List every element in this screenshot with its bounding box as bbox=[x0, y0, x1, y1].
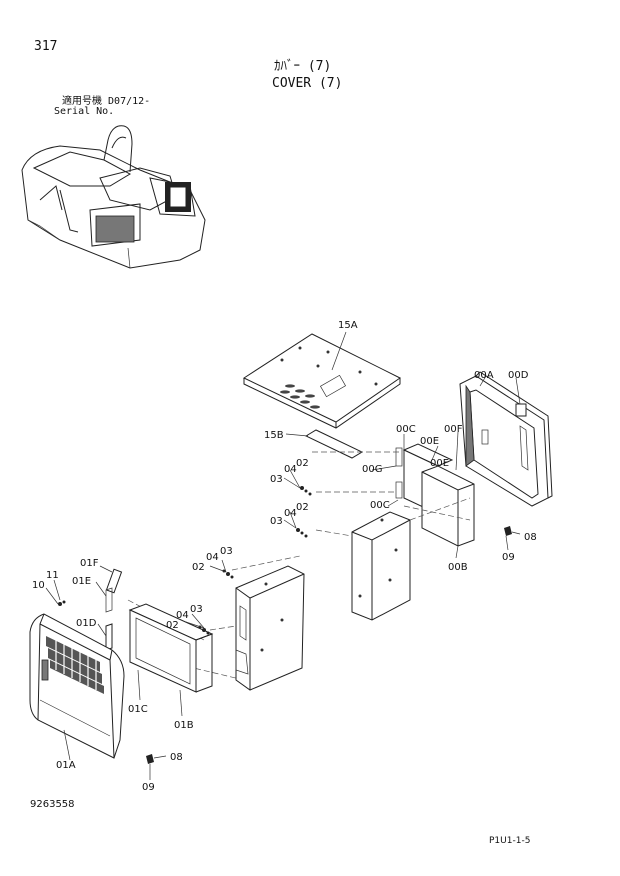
page-reference: P1U1-1-5 bbox=[489, 836, 531, 846]
title-japanese: ｶﾊﾞｰ (7) bbox=[274, 59, 332, 74]
callout-00D: 00D bbox=[508, 370, 529, 381]
callout-00C-top: 00C bbox=[396, 424, 416, 435]
serial-line-jp: 適用号機 D07/12- bbox=[62, 97, 150, 107]
part-callouts: 15A 15B 00A 00D 00C 00E 00F 00E 00G 00C … bbox=[32, 320, 537, 793]
callout-10: 10 bbox=[32, 580, 45, 591]
callout-00B: 00B bbox=[448, 562, 468, 573]
frame-00A bbox=[459, 371, 553, 507]
leader-lines bbox=[45, 331, 521, 780]
callout-00A: 00A bbox=[474, 370, 494, 381]
callout-04-c: 04 bbox=[206, 552, 219, 563]
document-number: 9263558 bbox=[30, 799, 75, 810]
top-plate-15A bbox=[242, 333, 401, 429]
callout-02-b: 02 bbox=[296, 502, 309, 513]
machine-overview bbox=[21, 125, 206, 269]
callout-04-b: 04 bbox=[284, 508, 297, 519]
callout-03-c: 03 bbox=[220, 546, 233, 557]
callout-01B: 01B bbox=[174, 720, 194, 731]
callout-03-b: 03 bbox=[270, 516, 283, 527]
front-cover-01A bbox=[29, 613, 125, 759]
callout-02-d: 02 bbox=[166, 620, 179, 631]
callout-08-right: 08 bbox=[524, 532, 537, 543]
page-number: 317 bbox=[34, 39, 58, 54]
serial-range: D07/12- bbox=[108, 96, 151, 107]
inner-bracket-panel bbox=[235, 565, 305, 691]
callout-03-d: 03 bbox=[190, 604, 203, 615]
callout-04-d: 04 bbox=[176, 610, 189, 621]
callout-04-a: 04 bbox=[284, 464, 297, 475]
callout-15A: 15A bbox=[338, 320, 358, 331]
panel-mid-right bbox=[351, 511, 411, 621]
callout-02-a: 02 bbox=[296, 458, 309, 469]
strip-15B bbox=[304, 429, 364, 459]
serial-label-jp: 適用号機 bbox=[62, 96, 102, 107]
callout-01A: 01A bbox=[56, 760, 76, 771]
callout-09-right: 09 bbox=[502, 552, 515, 563]
serial-label-en: Serial No. bbox=[54, 106, 115, 117]
title-english: COVER (7) bbox=[272, 76, 343, 91]
callout-00E-right: 00E bbox=[430, 458, 449, 469]
callout-01E: 01E bbox=[72, 576, 91, 587]
callout-09-left: 09 bbox=[142, 782, 155, 793]
callout-00G: 00G bbox=[362, 464, 382, 475]
fasteners bbox=[58, 486, 512, 764]
callout-01F: 01F bbox=[80, 558, 99, 569]
callout-00E-left: 00E bbox=[420, 436, 439, 447]
callout-08-left: 08 bbox=[170, 752, 183, 763]
callout-11: 11 bbox=[46, 570, 59, 581]
callout-03-a: 03 bbox=[270, 474, 283, 485]
filter-01B bbox=[128, 603, 214, 693]
callout-01D: 01D bbox=[76, 618, 97, 629]
part-01F bbox=[105, 568, 123, 594]
callout-01C: 01C bbox=[128, 704, 148, 715]
callout-00C-bottom: 00C bbox=[370, 500, 390, 511]
callout-15B: 15B bbox=[264, 430, 284, 441]
part-01D bbox=[105, 623, 113, 651]
part-01E bbox=[105, 587, 113, 613]
callout-02-c: 02 bbox=[192, 562, 205, 573]
callout-00F: 00F bbox=[444, 424, 463, 435]
